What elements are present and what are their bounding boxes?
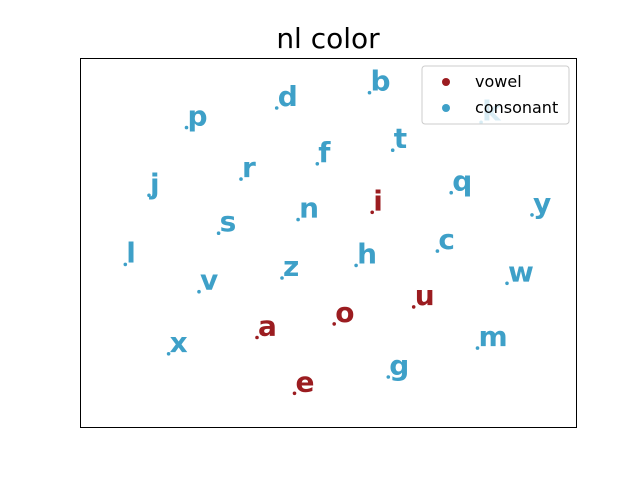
- point-label-q: q: [452, 165, 472, 198]
- point-label-l: l: [126, 236, 136, 269]
- point-q: [449, 190, 454, 195]
- point-label-g: g: [389, 349, 409, 382]
- point-m: [475, 346, 480, 350]
- point-b: [367, 90, 372, 95]
- legend: vowel consonant: [421, 65, 570, 125]
- point-label-n: n: [299, 192, 319, 225]
- point-t: [390, 148, 395, 152]
- point-f: [315, 162, 320, 166]
- legend-box: [421, 65, 570, 125]
- point-j: [147, 193, 151, 198]
- point-label-v: v: [200, 264, 218, 297]
- point-label-c: c: [438, 223, 455, 256]
- point-v: [197, 289, 201, 294]
- point-label-s: s: [220, 205, 237, 238]
- legend-label-consonant: consonant: [475, 98, 558, 117]
- point-label-d: d: [278, 80, 298, 113]
- point-l: [123, 262, 128, 267]
- point-r: [239, 177, 243, 181]
- point-label-a: a: [258, 310, 277, 343]
- point-n: [296, 217, 300, 222]
- point-label-o: o: [335, 296, 354, 329]
- point-c: [435, 249, 440, 253]
- point-label-x: x: [170, 326, 188, 359]
- point-h: [354, 263, 358, 268]
- point-z: [280, 276, 284, 280]
- point-e: [292, 391, 297, 396]
- point-g: [386, 375, 391, 379]
- point-label-h: h: [357, 237, 377, 270]
- point-o: [332, 322, 337, 326]
- point-label-u: u: [415, 279, 435, 312]
- point-i: [370, 210, 375, 215]
- point-label-j: j: [149, 167, 160, 200]
- point-p: [184, 125, 189, 130]
- point-x: [166, 352, 171, 356]
- plot-area-frame: [80, 58, 577, 428]
- point-d: [274, 106, 279, 110]
- legend-label-vowel: vowel: [475, 72, 522, 91]
- point-label-e: e: [296, 365, 315, 398]
- point-label-t: t: [394, 122, 407, 155]
- point-label-y: y: [533, 187, 551, 220]
- legend-marker-consonant: [442, 104, 450, 112]
- point-label-i: i: [373, 184, 383, 217]
- point-u: [411, 305, 416, 309]
- point-label-z: z: [283, 250, 299, 283]
- chart-title: nl color: [276, 22, 380, 55]
- point-label-f: f: [318, 136, 331, 169]
- point-a: [255, 335, 259, 340]
- point-label-p: p: [188, 100, 208, 133]
- point-label-w: w: [508, 255, 534, 288]
- point-label-b: b: [371, 65, 391, 98]
- point-y: [530, 213, 534, 217]
- legend-marker-vowel: [442, 78, 450, 86]
- point-label-m: m: [479, 320, 508, 353]
- point-w: [505, 281, 509, 286]
- point-label-r: r: [242, 151, 256, 184]
- point-s: [216, 231, 221, 235]
